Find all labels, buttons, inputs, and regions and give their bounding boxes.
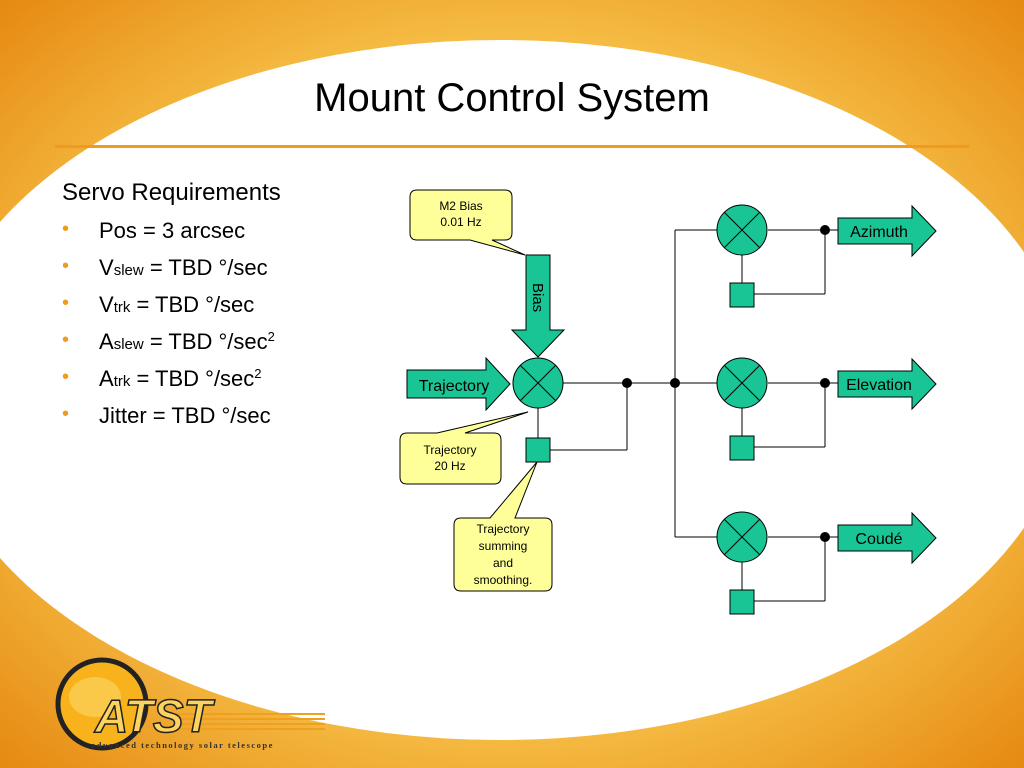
callout-summing-smoothing: Trajectory summing and smoothing. xyxy=(453,461,553,592)
elevation-arrow-label: Elevation xyxy=(846,377,912,394)
bullet-icon: • xyxy=(62,366,70,388)
junction-dot xyxy=(622,378,632,388)
summing-junction-coude xyxy=(716,511,768,563)
requirement-text: Jitter = TBD °/sec xyxy=(99,403,271,428)
logo-tagline: advanced technology solar telescope xyxy=(91,740,274,750)
bullet-icon: • xyxy=(62,255,70,277)
summing-junction-azimuth xyxy=(716,204,768,256)
requirements-heading: Servo Requirements xyxy=(62,179,281,206)
svg-text:0.01 Hz: 0.01 Hz xyxy=(440,215,481,229)
bullet-icon: • xyxy=(62,292,70,314)
coude-arrow-label: Coudé xyxy=(855,531,902,548)
slide-title: Mount Control System xyxy=(314,76,710,120)
bullet-icon: • xyxy=(62,329,70,351)
requirement-text: Vslew = TBD °/sec xyxy=(99,255,268,280)
junction-dot xyxy=(670,378,680,388)
atst-logo: ATST advanced technology solar telescope xyxy=(55,657,325,751)
azimuth-arrow xyxy=(837,204,937,258)
connection-lines xyxy=(537,229,838,602)
svg-text:Trajectory: Trajectory xyxy=(424,443,477,457)
trajectory-arrow xyxy=(406,356,511,412)
feedback-block-elevation xyxy=(729,435,755,461)
summing-junction-elevation xyxy=(716,357,768,409)
elevation-arrow xyxy=(837,357,937,411)
coude-arrow xyxy=(837,511,937,565)
junction-dot xyxy=(820,378,830,388)
bias-arrow xyxy=(510,254,566,358)
bias-arrow-label: Bias xyxy=(529,283,546,312)
svg-text:and: and xyxy=(493,556,513,570)
logo-wordmark: ATST xyxy=(94,690,216,742)
title-divider xyxy=(55,145,969,148)
svg-text:M2 Bias: M2 Bias xyxy=(439,199,482,213)
callout-trajectory-rate: Trajectory 20 Hz xyxy=(399,411,529,485)
svg-text:Trajectory: Trajectory xyxy=(477,522,530,536)
requirement-text: Aslew = TBD °/sec2 xyxy=(99,329,275,354)
svg-text:summing: summing xyxy=(479,539,528,553)
bullet-icon: • xyxy=(62,218,70,240)
trajectory-arrow-label: Trajectory xyxy=(419,378,490,395)
summing-junction-trajectory xyxy=(512,357,564,409)
requirement-text: Pos = 3 arcsec xyxy=(99,218,246,243)
smoothing-block xyxy=(525,437,551,463)
requirement-text: Atrk = TBD °/sec2 xyxy=(99,366,262,391)
bullet-icon: • xyxy=(62,403,70,425)
svg-text:smoothing.: smoothing. xyxy=(474,573,533,587)
svg-text:20 Hz: 20 Hz xyxy=(434,459,465,473)
azimuth-arrow-label: Azimuth xyxy=(850,224,908,241)
feedback-block-coude xyxy=(729,589,755,615)
junction-dot xyxy=(820,225,830,235)
logo-stripes xyxy=(175,713,325,730)
junction-dot xyxy=(820,532,830,542)
requirement-text: Vtrk = TBD °/sec xyxy=(99,292,255,317)
callout-m2-bias: M2 Bias 0.01 Hz xyxy=(409,189,526,256)
feedback-block-azimuth xyxy=(729,282,755,308)
